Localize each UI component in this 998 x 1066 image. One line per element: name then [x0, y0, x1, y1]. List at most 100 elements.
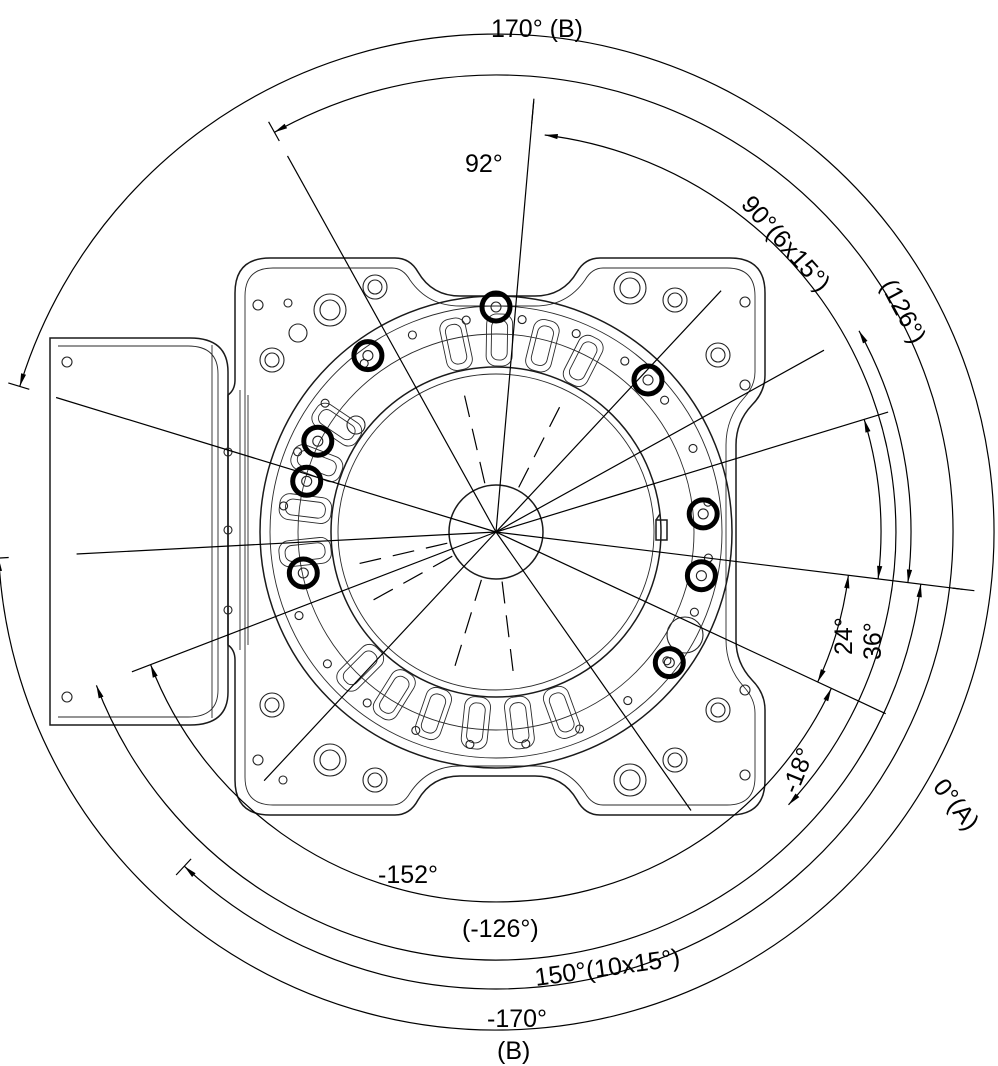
- bolt-hole: [663, 657, 675, 669]
- flange-slot-inner: [548, 692, 575, 733]
- flange-small-hole: [362, 698, 372, 708]
- flange-small-hole: [465, 739, 475, 749]
- flange-slot: [562, 334, 604, 387]
- label-minus-152: -152°: [378, 861, 438, 889]
- bolt-circle: [652, 646, 686, 680]
- label-0-a: 0°(A): [927, 773, 984, 835]
- bolt-hole: [642, 374, 654, 386]
- center-dash-line: [518, 398, 565, 488]
- flange-rings: [259, 295, 733, 769]
- label-24: 24°: [830, 617, 858, 655]
- bolt-hole: [312, 435, 324, 447]
- radial-line: [495, 290, 722, 533]
- flange-slot: [336, 643, 385, 692]
- label-minus-126: (-126°): [462, 915, 539, 943]
- label-90-6x15: 90°(6x15°): [736, 190, 836, 297]
- flange-slot-inner: [466, 702, 486, 744]
- flange-slot: [460, 696, 492, 750]
- arc-150-10x15-arrow-end: [916, 584, 922, 598]
- reference-marker: [655, 513, 668, 541]
- bolt-hole: [695, 570, 707, 582]
- bolt-hole: [362, 350, 374, 362]
- arc-150-10x15-arrow-start: [96, 685, 104, 699]
- radial-line: [495, 411, 889, 533]
- flange-small-hole: [294, 611, 304, 621]
- cable-bracket: [49, 337, 249, 726]
- radial-line: [495, 531, 963, 590]
- arc-small-arrow: [864, 419, 871, 433]
- flange-slot-inner: [490, 319, 509, 361]
- bolt-hole: [301, 475, 313, 487]
- flange-slot-inner: [318, 409, 356, 441]
- flange-slot-inner: [420, 693, 447, 734]
- extension-tick: [268, 121, 280, 142]
- label-92: 92°: [465, 150, 503, 178]
- flange-small-hole: [517, 315, 527, 325]
- flange-slot-inner: [444, 323, 468, 365]
- arc-small-arrow: [817, 669, 826, 682]
- extension-tick: [531, 101, 535, 124]
- flange-small-hole: [688, 443, 698, 453]
- arc-small-1: [858, 330, 912, 583]
- center-dash-line: [349, 542, 448, 567]
- flange-small-holes: [279, 315, 713, 749]
- radial-line: [131, 531, 497, 673]
- radial-line: [495, 531, 692, 811]
- bolt-circle: [684, 559, 718, 593]
- flange-small-hole: [689, 607, 699, 617]
- center-dash-line: [461, 385, 486, 484]
- flange-small-hole: [660, 395, 670, 405]
- label-minus-18: -18°: [777, 744, 820, 797]
- radial-line: [495, 531, 886, 715]
- flange-slot-inner: [284, 498, 326, 519]
- flange-small-hole: [279, 501, 289, 511]
- label-36: 36°: [859, 622, 887, 660]
- flange-small-hole: [407, 330, 417, 340]
- radial-line: [495, 98, 535, 533]
- flange-slot-inner: [568, 341, 598, 381]
- flange-slot-inner: [342, 650, 378, 686]
- arc-small-arrow: [877, 565, 883, 579]
- radial-line: [495, 349, 825, 533]
- label-b-bottom: (B): [497, 1037, 530, 1065]
- bolt-circle: [686, 497, 720, 531]
- flange-slot: [542, 685, 581, 739]
- bolt-hole: [297, 567, 309, 579]
- label-150-10x15: 150°(10x15°): [533, 944, 682, 992]
- bolt-circle: [290, 464, 324, 498]
- arc-170-arrow-start: [0, 563, 2, 572]
- label-126: (126°): [875, 275, 932, 349]
- radial-line: [76, 531, 497, 555]
- arc-152-arrow-start: [150, 664, 158, 678]
- extension-tick: [0, 556, 9, 559]
- extension-tick: [175, 858, 192, 876]
- arc-90-6x15: [544, 134, 897, 806]
- flange-small-hole: [411, 725, 421, 735]
- flange-slot: [415, 686, 452, 741]
- label-minus-170: -170°: [487, 1005, 547, 1033]
- arc-170: [0, 33, 995, 1031]
- arc-90-6x15-arrow-end: [544, 134, 558, 140]
- base-plate: [227, 257, 766, 816]
- bolt-circle: [351, 339, 385, 373]
- flange-slot: [372, 669, 416, 721]
- bolt-circle: [479, 290, 513, 324]
- extension-tick: [8, 382, 30, 390]
- bolt-hole: [490, 301, 502, 313]
- flange-slot: [525, 318, 560, 373]
- bolt-circles: [286, 290, 720, 680]
- corner-features: [252, 271, 751, 797]
- flange-slot-inner: [509, 702, 530, 744]
- arc-152: [150, 664, 832, 903]
- bolt-circle: [631, 363, 665, 397]
- flange-small-hole: [322, 659, 332, 669]
- flange-small-hole: [521, 739, 531, 749]
- radial-line: [263, 531, 497, 782]
- flange-slot: [278, 536, 332, 568]
- arc-90-6x15-arrow-start: [788, 793, 800, 805]
- flange-small-hole: [620, 356, 630, 366]
- arc-126-arrow-end: [274, 123, 288, 133]
- flange-small-hole: [293, 447, 303, 457]
- flange-small-hole: [662, 656, 672, 666]
